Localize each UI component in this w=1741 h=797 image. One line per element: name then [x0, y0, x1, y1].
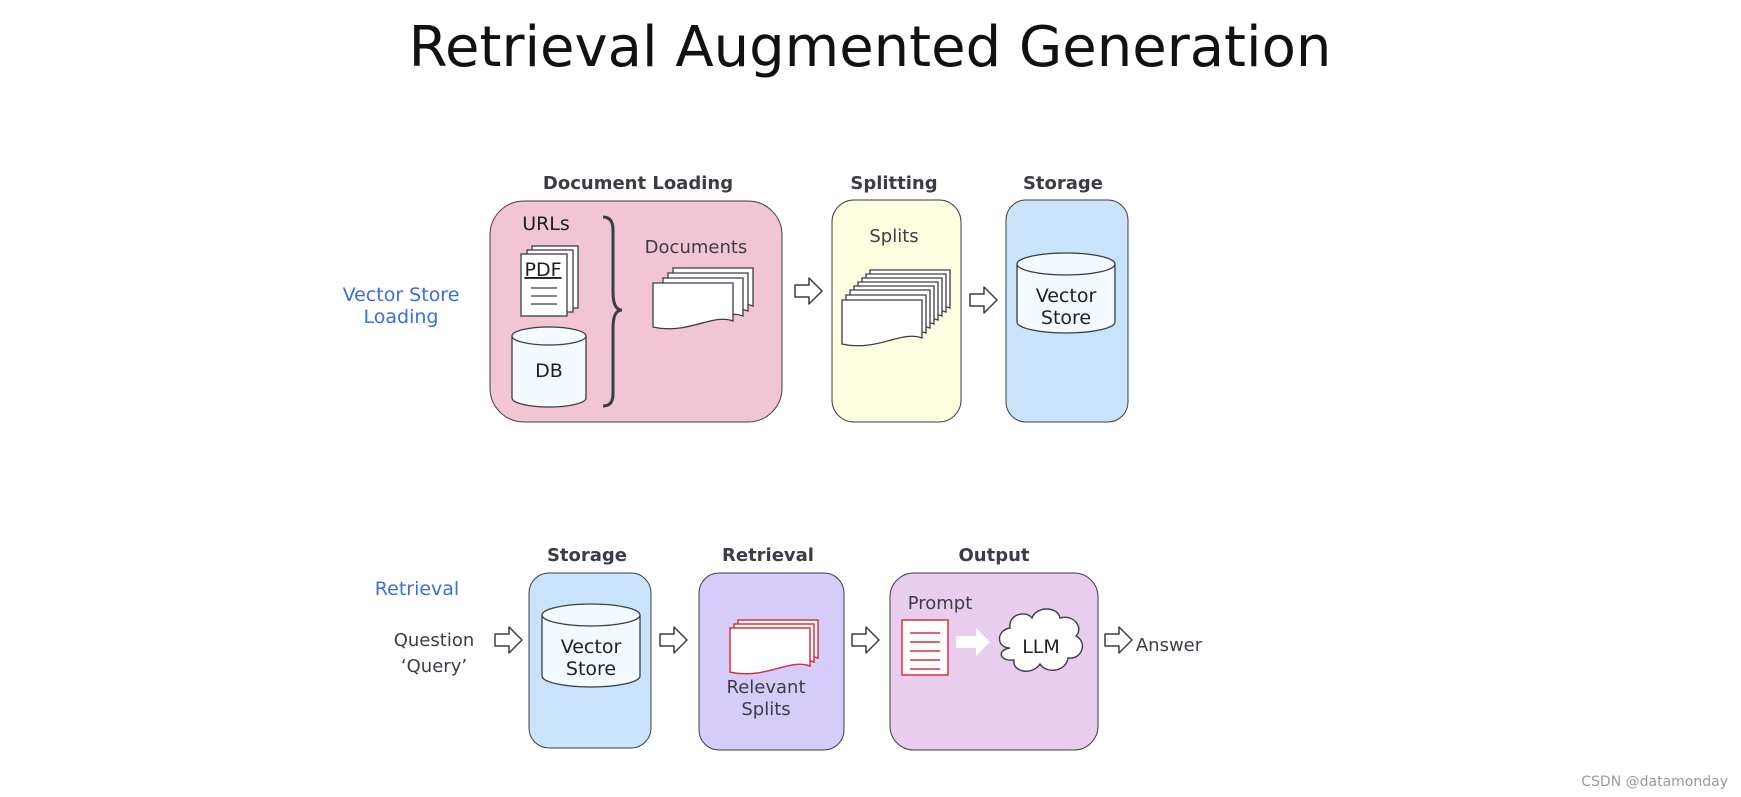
db-label: DB [535, 360, 563, 382]
vector-store-label-line2: Store [566, 658, 616, 680]
pdf-label: PDF [524, 259, 561, 281]
row-label-retrieval: Retrieval [375, 578, 459, 600]
brace-icon [602, 215, 623, 408]
row-label-loading-line2: Loading [364, 306, 439, 328]
prompt-label: Prompt [908, 593, 973, 614]
llm-label: LLM [1022, 636, 1060, 658]
arrow-icon [794, 277, 823, 305]
question-label-line1: Question [394, 630, 475, 651]
output-heading: Output [958, 545, 1029, 566]
row-label-loading-line1: Vector Store [343, 284, 460, 306]
vector-store-label-line1: Vector [1036, 285, 1097, 307]
splitting-heading: Splitting [850, 173, 937, 194]
arrow-icon [659, 626, 688, 654]
documents-label: Documents [645, 237, 748, 258]
vector-store-icon [541, 603, 641, 688]
vector-store-label-line1: Vector [561, 636, 622, 658]
retrieval-heading: Retrieval [722, 545, 814, 566]
vector-store-icon [1016, 252, 1116, 334]
database-icon [511, 326, 587, 408]
vector-store-label-line2: Store [1041, 307, 1091, 329]
storage-heading-retrieval: Storage [547, 545, 627, 566]
arrow-icon [1104, 626, 1133, 654]
solid-arrow-icon [956, 628, 990, 656]
arrow-icon [494, 626, 523, 654]
arrow-icon [851, 626, 880, 654]
answer-label: Answer [1136, 635, 1203, 656]
relevant-splits-label-line2: Splits [741, 699, 790, 720]
arrow-icon [969, 286, 998, 314]
watermark: CSDN @datamonday [1581, 774, 1728, 790]
prompt-document-icon [901, 619, 949, 676]
document-loading-heading: Document Loading [543, 173, 733, 194]
urls-label: URLs [522, 213, 570, 235]
storage-heading-loading: Storage [1023, 173, 1103, 194]
splits-label: Splits [869, 226, 918, 247]
page-title: Retrieval Augmented Generation [409, 15, 1332, 80]
pdf-icon [520, 245, 579, 317]
cloud-icon [998, 608, 1084, 672]
question-label-line2: ‘Query’ [401, 656, 467, 677]
relevant-splits-label-line1: Relevant [727, 677, 806, 698]
